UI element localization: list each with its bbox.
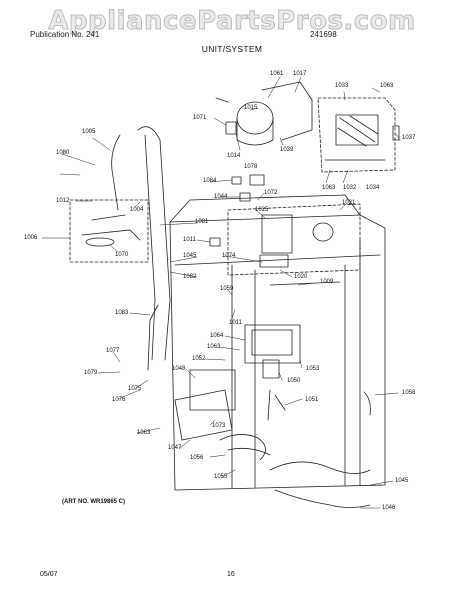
- compressor: [215, 81, 313, 146]
- part-label-1021: 1021: [342, 200, 356, 206]
- part-label-1032: 1032: [343, 185, 357, 191]
- part-label-1078: 1078: [244, 164, 258, 170]
- part-label-1056: 1056: [190, 455, 204, 461]
- part-label-1011: 1011: [183, 237, 196, 243]
- part-label-1053: 1053: [306, 366, 320, 372]
- part-label-1082: 1082: [183, 274, 197, 280]
- part-label-1039: 1039: [280, 147, 294, 153]
- part-label-1012: 1012: [56, 198, 70, 204]
- footer-date: 05/07: [40, 571, 58, 578]
- part-label-1071: 1071: [193, 115, 207, 121]
- part-label-1014: 1014: [227, 153, 241, 159]
- part-label-1006: 1006: [24, 235, 38, 241]
- condenser-box: [317, 97, 400, 173]
- part-label-1063-b: 1063: [322, 185, 336, 191]
- part-label-1033: 1033: [335, 83, 349, 89]
- part-label-1058: 1058: [402, 390, 416, 396]
- middle-components: [209, 174, 361, 276]
- part-label-1074: 1074: [222, 253, 236, 259]
- part-label-1005: 1005: [82, 129, 96, 135]
- cabinet-outline: [169, 194, 386, 491]
- part-label-1047: 1047: [168, 445, 182, 451]
- part-label-1011-b: 1011: [229, 320, 242, 326]
- part-label-1051: 1051: [305, 397, 319, 403]
- part-label-1044: 1044: [214, 194, 228, 200]
- part-label-1004: 1004: [130, 207, 144, 213]
- part-label-1080: 1080: [56, 150, 70, 156]
- part-label-1059: 1059: [220, 286, 234, 292]
- part-label-1009: 1009: [320, 279, 334, 285]
- part-label-1052: 1052: [192, 356, 206, 362]
- part-label-1063: 1063: [380, 83, 394, 89]
- part-label-1063-c: 1063: [207, 344, 221, 350]
- part-label-1081: 1081: [195, 219, 209, 225]
- leader-lines: [41, 76, 401, 509]
- art-number: (ART NO. WR19865 C): [62, 499, 126, 505]
- part-label-1084: 1084: [203, 178, 217, 184]
- part-label-1045-b: 1045: [395, 478, 409, 484]
- control-module: [174, 324, 301, 441]
- part-label-1048: 1048: [172, 366, 186, 372]
- part-label-1072: 1072: [264, 190, 278, 196]
- model-number: 241698: [310, 30, 337, 39]
- part-label-1076: 1076: [112, 397, 126, 403]
- page-title: UNIT/SYSTEM: [201, 44, 263, 54]
- part-label-1083: 1083: [115, 310, 129, 316]
- part-label-1070: 1070: [115, 252, 129, 258]
- part-label-1075: 1075: [128, 386, 142, 392]
- part-label-1063-d: 1063: [137, 430, 151, 436]
- drier-box: [69, 199, 149, 263]
- part-label-1061: 1061: [270, 71, 284, 77]
- part-label-1015: 1015: [244, 105, 258, 111]
- part-label-1037: 1037: [402, 135, 416, 141]
- part-label-1079: 1079: [84, 370, 98, 376]
- watermark: AppliancePartsPros.com: [48, 6, 416, 37]
- part-label-1034: 1034: [366, 185, 380, 191]
- part-label-1025: 1025: [255, 207, 269, 213]
- refrigerant-tubing: [111, 126, 171, 371]
- publication-number: Publication No. 241: [30, 30, 100, 39]
- part-label-1046: 1046: [382, 505, 396, 511]
- part-label-1055: 1055: [214, 474, 228, 480]
- part-label-1045: 1045: [183, 253, 197, 259]
- part-label-1073: 1073: [212, 423, 226, 429]
- part-label-1020: 1020: [294, 274, 308, 280]
- wire-harness: [219, 391, 371, 508]
- part-label-1064: 1064: [210, 333, 224, 339]
- page-number: 16: [227, 571, 235, 578]
- part-label-1017: 1017: [293, 71, 307, 77]
- part-label-1077: 1077: [106, 348, 120, 354]
- part-label-1050: 1050: [287, 378, 301, 384]
